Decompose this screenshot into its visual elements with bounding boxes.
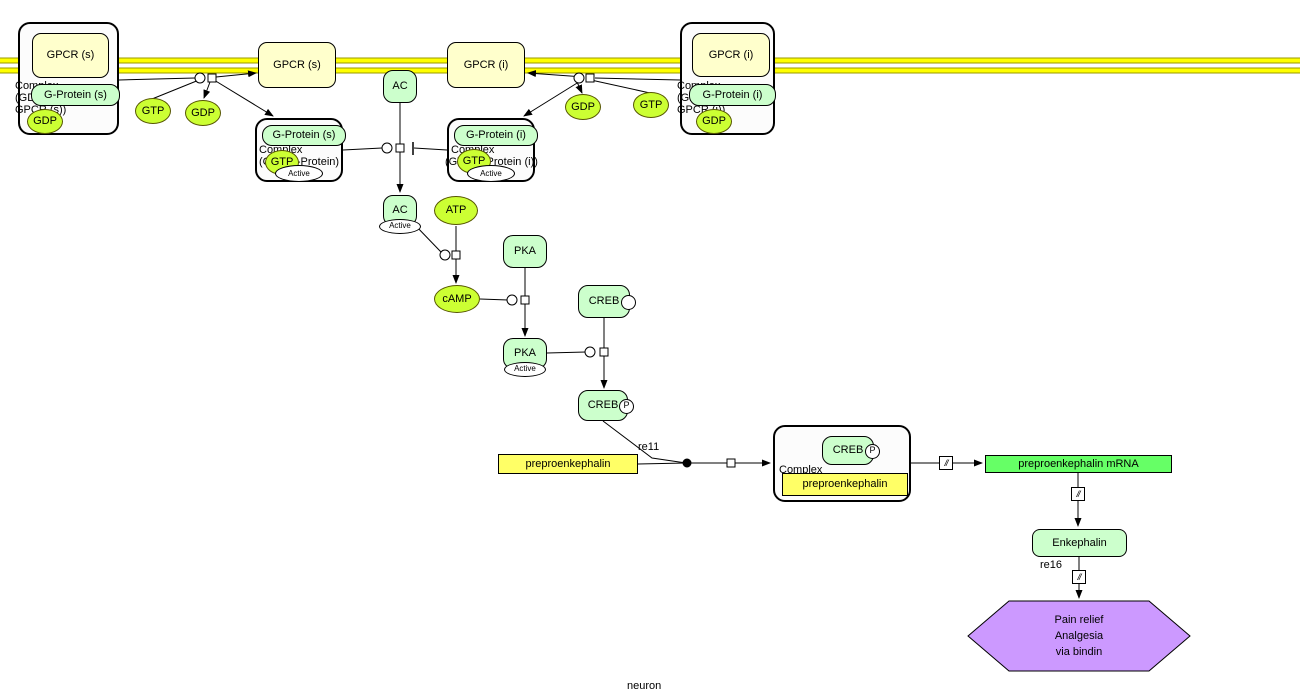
process-square[interactable] — [585, 73, 595, 83]
gprotein-s-label: G-Protein (s) — [44, 88, 107, 101]
creb-label: CREB — [587, 399, 619, 412]
gdp-label: GDP — [33, 115, 57, 128]
reaction-label-re11: re11 — [638, 441, 660, 453]
process-glyphs[interactable] — [194, 72, 736, 468]
phospho-site-p: P — [619, 398, 634, 414]
gdp-label: GDP — [571, 100, 595, 113]
gpcr-s-receptor[interactable]: GPCR (s) — [32, 33, 109, 78]
gprotein-i[interactable]: G-Protein (i) — [689, 84, 776, 106]
process-square[interactable] — [520, 295, 530, 305]
pka-label: PKA — [513, 347, 536, 360]
process-square[interactable] — [726, 458, 736, 468]
process-square[interactable] — [451, 250, 461, 260]
omitted-process-glyph[interactable]: // — [1071, 487, 1085, 501]
catalysis-circle[interactable] — [506, 294, 518, 306]
phenotype-line: via bindin — [1055, 646, 1103, 658]
gtp-label: GTP — [462, 155, 486, 168]
active-state-tag: Active — [379, 219, 421, 234]
process-square[interactable] — [207, 73, 217, 83]
complex-gtp-gprotein-s[interactable]: Complex (GTP/G-Protein) G-Protein (s) GT… — [255, 118, 346, 182]
active-state-tag: Active — [467, 165, 515, 182]
ac-label: AC — [392, 80, 408, 93]
gpcr-i-label: GPCR (i) — [708, 48, 754, 61]
phospho-site-empty — [621, 294, 636, 310]
gdp-molecule[interactable]: GDP — [696, 109, 732, 134]
mrna-label: preproenkephalin mRNA — [1018, 457, 1139, 470]
gene-label: preproenkephalin — [802, 478, 888, 491]
process-square[interactable] — [599, 347, 609, 357]
omitted-process-glyph[interactable]: // — [939, 456, 953, 470]
gpcr-i-receptor[interactable]: GPCR (i) — [447, 42, 525, 88]
complex-gdp-gprotein-s-gpcr-s[interactable]: Complex (GDP/G-Protein (s)/ GPCR (s)) GP… — [15, 22, 120, 135]
gtp-label: GTP — [639, 98, 663, 111]
ac-protein[interactable]: AC — [383, 70, 417, 103]
compartment-label-neuron: neuron — [627, 680, 662, 692]
gpcr-s-label: GPCR (s) — [46, 49, 95, 62]
enkephalin-label: Enkephalin — [1052, 536, 1107, 549]
ac-label: AC — [392, 204, 408, 217]
gprotein-s-label: G-Protein (s) — [272, 129, 336, 142]
atp-molecule[interactable]: ATP — [434, 196, 478, 225]
gtp-molecule[interactable]: GTP — [135, 98, 171, 124]
gpcr-s-receptor[interactable]: GPCR (s) — [258, 42, 336, 88]
gprotein-s[interactable]: G-Protein (s) — [31, 84, 120, 106]
catalysis-circle[interactable] — [439, 249, 451, 261]
gtp-label: GTP — [141, 104, 165, 117]
active-state-tag: Active — [504, 362, 546, 377]
enkephalin-protein[interactable]: Enkephalin — [1032, 529, 1127, 557]
gene-label: preproenkephalin — [525, 457, 611, 470]
preproenkephalin-gene[interactable]: preproenkephalin — [498, 454, 638, 474]
process-square[interactable] — [395, 143, 405, 153]
phenotype-line: Pain relief — [1054, 614, 1104, 626]
gdp-molecule[interactable]: GDP — [565, 94, 601, 120]
creb-phospho-protein[interactable]: CREB P — [578, 390, 634, 421]
camp-molecule[interactable]: cAMP — [434, 285, 480, 313]
creb-label: CREB — [832, 444, 864, 457]
gpcr-s-label: GPCR (s) — [273, 58, 321, 71]
camp-label: cAMP — [442, 292, 472, 305]
phenotype-line: Analgesia — [1054, 630, 1104, 642]
creb-label: CREB — [588, 295, 620, 308]
omitted-process-glyph[interactable]: // — [1072, 570, 1086, 584]
active-state-tag: Active — [275, 165, 323, 182]
complex-gtp-gprotein-i[interactable]: Complex (GTP/G-Protein (i)) G-Protein (i… — [445, 118, 538, 182]
membrane — [0, 57, 1300, 74]
complex-creb-preproenkephalin[interactable]: Complex CREB P preproenkephalin — [773, 425, 911, 502]
gdp-label: GDP — [702, 115, 726, 128]
gtp-molecule[interactable]: GTP — [633, 92, 669, 118]
gdp-label: GDP — [191, 106, 215, 119]
phenotype-hexagon[interactable] — [967, 600, 1191, 672]
reaction-label-re16: re16 — [1040, 559, 1063, 571]
gprotein-i-label: G-Protein (i) — [702, 88, 763, 101]
phospho-site-p: P — [865, 443, 880, 459]
creb-protein[interactable]: CREB — [578, 285, 636, 318]
catalysis-circle[interactable] — [584, 346, 596, 358]
association-dot[interactable] — [682, 458, 692, 468]
complex-gdp-gprotein-i-gpcr-i[interactable]: Complex (GDP/G-Protein (i)/ GPCR (i)) GP… — [677, 22, 776, 135]
phenotype-pain-relief[interactable]: Pain relief Analgesia via bindin — [968, 600, 1190, 672]
creb-phospho-protein[interactable]: CREB P — [822, 436, 880, 465]
catalysis-circle[interactable] — [573, 72, 585, 84]
preproenkephalin-gene[interactable]: preproenkephalin — [782, 473, 908, 496]
gdp-molecule[interactable]: GDP — [185, 100, 221, 126]
gprotein-i-label: G-Protein (i) — [466, 129, 526, 142]
gpcr-i-receptor[interactable]: GPCR (i) — [692, 33, 770, 77]
pka-label: PKA — [513, 245, 536, 258]
catalysis-circle[interactable] — [194, 72, 206, 84]
pka-active-protein[interactable]: PKA Active — [503, 338, 547, 377]
gdp-molecule[interactable]: GDP — [27, 109, 63, 134]
gprotein-i[interactable]: G-Protein (i) — [454, 125, 538, 146]
catalysis-circle[interactable] — [381, 142, 393, 154]
gpcr-i-label: GPCR (i) — [463, 58, 509, 71]
ac-active-protein[interactable]: AC Active — [379, 195, 421, 234]
pka-protein[interactable]: PKA — [503, 235, 547, 268]
gprotein-s[interactable]: G-Protein (s) — [262, 125, 346, 146]
atp-label: ATP — [445, 204, 467, 217]
preproenkephalin-mrna[interactable]: preproenkephalin mRNA — [985, 455, 1172, 473]
